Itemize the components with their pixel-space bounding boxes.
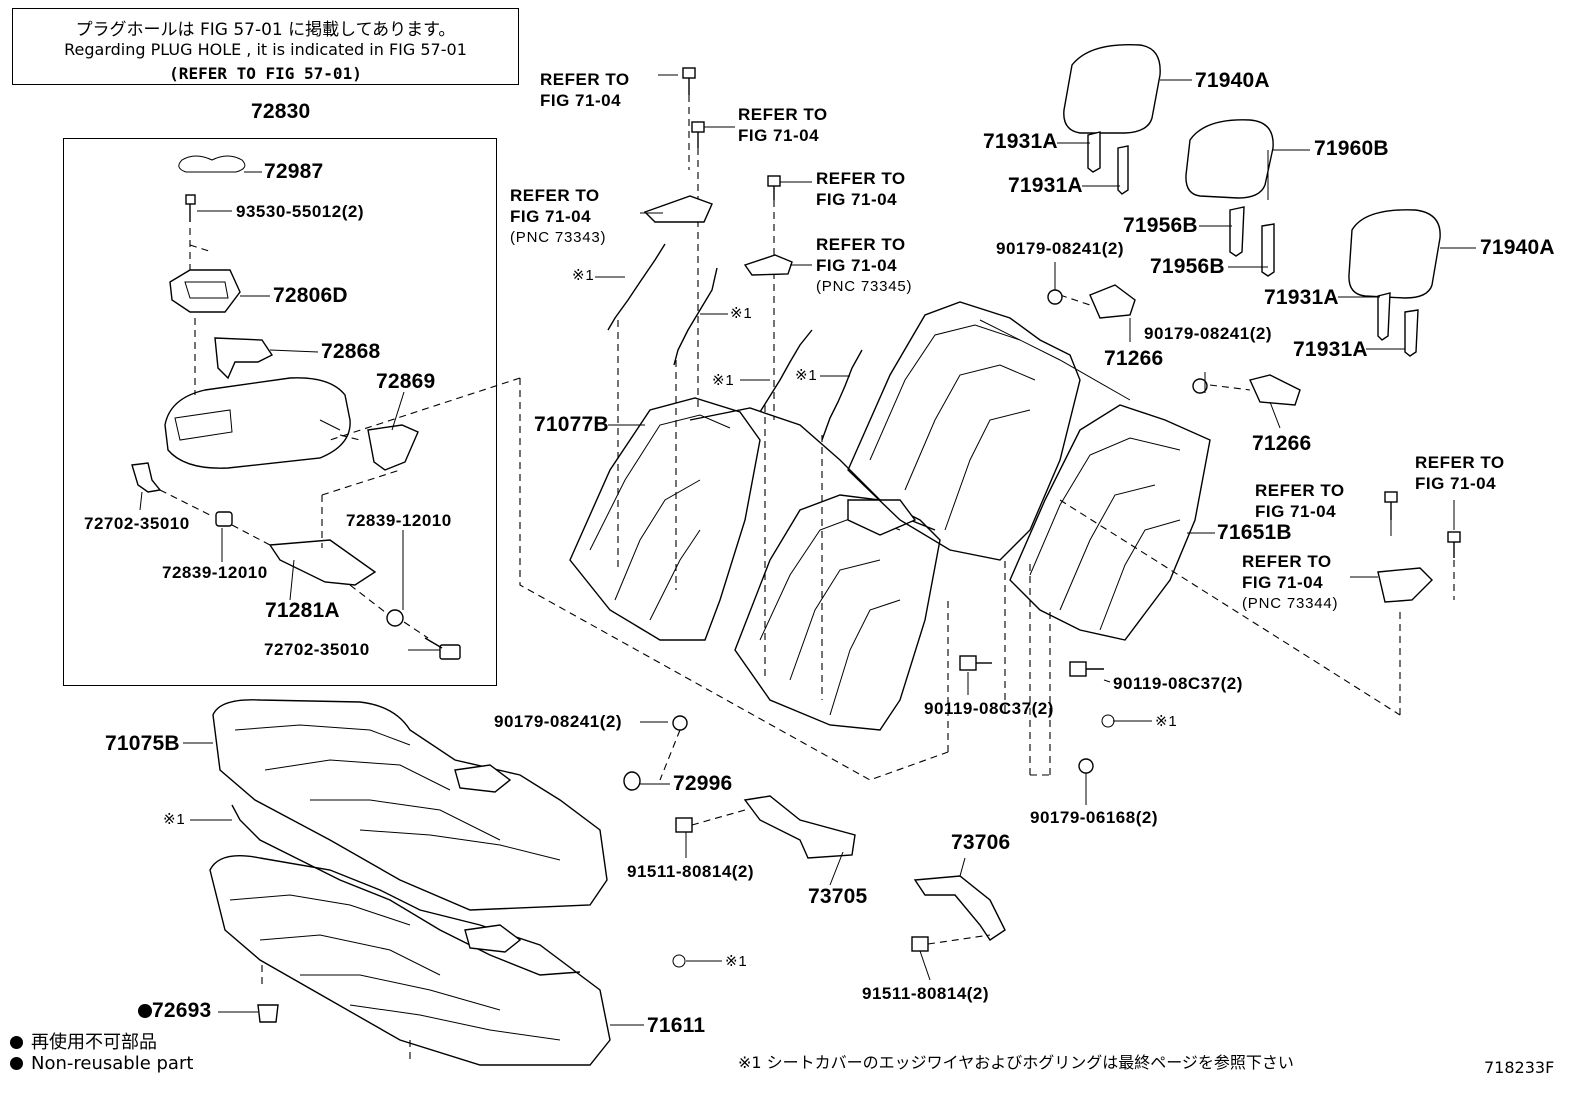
refer-label: REFER TO bbox=[1255, 481, 1345, 500]
refer-fig: FIG 71-04 bbox=[540, 91, 622, 110]
legend-jp-text: 再使用不可部品 bbox=[31, 1032, 157, 1053]
refer-fig-71-04-8[interactable]: REFER TO FIG 71-04 (PNC 73344) bbox=[1242, 551, 1338, 614]
refer-label: REFER TO bbox=[738, 105, 828, 124]
note-mark-6: ※1 bbox=[725, 953, 748, 970]
note-mark-3: ※1 bbox=[712, 372, 735, 389]
bolt-top-1 bbox=[682, 67, 696, 170]
part-71931A-2[interactable]: 71931A bbox=[1008, 174, 1083, 197]
part-71266-1[interactable]: 71266 bbox=[1104, 347, 1164, 370]
refer-label: REFER TO bbox=[816, 235, 906, 254]
refer-pnc: (PNC 73345) bbox=[816, 278, 913, 295]
part-72693-number: 72693 bbox=[152, 999, 212, 1022]
refer-label: REFER TO bbox=[510, 186, 600, 205]
part-72693[interactable]: 72693 bbox=[138, 1000, 211, 1021]
bolt-top-2 bbox=[691, 121, 705, 410]
refer-pnc: (PNC 73343) bbox=[510, 229, 607, 246]
part-71931A-4[interactable]: 71931A bbox=[1293, 338, 1368, 361]
part-71077B[interactable]: 71077B bbox=[534, 413, 609, 436]
figure-id: 718233F bbox=[1484, 1058, 1555, 1077]
refer-fig-71-04-6[interactable]: REFER TO FIG 71-04 bbox=[1415, 452, 1505, 494]
part-73706[interactable]: 73706 bbox=[951, 831, 1011, 854]
part-72702-35010-b[interactable]: 72702-35010 bbox=[264, 640, 370, 659]
note-mark-7: ※1 bbox=[163, 811, 186, 828]
part-71960B[interactable]: 71960B bbox=[1314, 137, 1389, 160]
part-72996[interactable]: 72996 bbox=[673, 772, 733, 795]
part-71611[interactable]: 71611 bbox=[647, 1014, 706, 1037]
refer-fig: FIG 71-04 bbox=[1255, 502, 1337, 521]
part-72702-35010-a[interactable]: 72702-35010 bbox=[84, 514, 190, 533]
plug-hole-note: プラグホールは FIG 57-01 に掲載してあります。 Regarding P… bbox=[12, 8, 519, 85]
note-line-jp: プラグホールは FIG 57-01 に掲載してあります。 bbox=[75, 20, 456, 40]
part-72806D[interactable]: 72806D bbox=[273, 284, 348, 307]
refer-label: REFER TO bbox=[1415, 453, 1505, 472]
bullet-dot-icon bbox=[10, 1036, 23, 1049]
part-90179-08241-a[interactable]: 90179-08241(2) bbox=[996, 239, 1124, 258]
refer-fig-71-04-5[interactable]: REFER TO FIG 71-04 (PNC 73345) bbox=[816, 234, 912, 297]
legend-non-reusable-jp: 再使用不可部品 bbox=[10, 1028, 157, 1054]
inset-72830-box bbox=[63, 138, 497, 686]
note-mark-2: ※1 bbox=[730, 305, 753, 322]
bullet-dot-icon bbox=[10, 1057, 23, 1070]
note-mark-4: ※1 bbox=[795, 367, 818, 384]
legend-non-reusable-en: Non-reusable part bbox=[10, 1053, 193, 1074]
refer-fig: FIG 71-04 bbox=[1242, 573, 1324, 592]
part-72839-12010-a[interactable]: 72839-12010 bbox=[346, 511, 452, 530]
part-72869[interactable]: 72869 bbox=[376, 370, 436, 393]
footnote-edge-wire: ※1 シートカバーのエッジワイヤおよびホグリングは最終ページを参照下さい bbox=[738, 1053, 1294, 1072]
refer-fig-71-04-7[interactable]: REFER TO FIG 71-04 bbox=[1255, 480, 1345, 522]
part-90179-06168[interactable]: 90179-06168(2) bbox=[1030, 808, 1158, 827]
part-71281A[interactable]: 71281A bbox=[265, 599, 340, 622]
part-73705[interactable]: 73705 bbox=[808, 885, 868, 908]
part-72868[interactable]: 72868 bbox=[321, 340, 381, 363]
part-90119-08C37-b[interactable]: 90119-08C37(2) bbox=[1113, 674, 1243, 693]
refer-fig: FIG 71-04 bbox=[816, 256, 898, 275]
refer-fig-71-04-1[interactable]: REFER TO FIG 71-04 bbox=[540, 69, 630, 111]
part-72987[interactable]: 72987 bbox=[264, 160, 324, 183]
refer-fig-71-04-2[interactable]: REFER TO FIG 71-04 bbox=[738, 104, 828, 146]
refer-pnc: (PNC 73344) bbox=[1242, 595, 1339, 612]
part-71931A-1[interactable]: 71931A bbox=[983, 130, 1058, 153]
part-91511-80814-b[interactable]: 91511-80814(2) bbox=[862, 984, 990, 1003]
refer-fig-71-04-3[interactable]: REFER TO FIG 71-04 (PNC 73343) bbox=[510, 185, 606, 248]
part-93530-55012[interactable]: 93530-55012(2) bbox=[236, 202, 364, 221]
refer-fig-71-04-4[interactable]: REFER TO FIG 71-04 bbox=[816, 168, 906, 210]
part-91511-80814-a[interactable]: 91511-80814(2) bbox=[627, 862, 755, 881]
refer-label: REFER TO bbox=[816, 169, 906, 188]
part-72839-12010-b[interactable]: 72839-12010 bbox=[162, 563, 268, 582]
legend-en-text: Non-reusable part bbox=[31, 1053, 194, 1074]
bolt-top-3 bbox=[767, 175, 781, 420]
note-mark-5: ※1 bbox=[1155, 713, 1178, 730]
refer-fig: FIG 71-04 bbox=[738, 126, 820, 145]
part-90119-08C37-a[interactable]: 90119-08C37(2) bbox=[924, 699, 1054, 718]
part-90179-08241-c[interactable]: 90179-08241(2) bbox=[494, 712, 622, 731]
inset-title-72830: 72830 bbox=[251, 100, 311, 123]
part-71651B[interactable]: 71651B bbox=[1217, 521, 1292, 544]
part-71940A-1[interactable]: 71940A bbox=[1195, 69, 1270, 92]
part-71266-2[interactable]: 71266 bbox=[1252, 432, 1312, 455]
part-71931A-3[interactable]: 71931A bbox=[1264, 286, 1339, 309]
refer-label: REFER TO bbox=[1242, 552, 1332, 571]
part-71956B-1[interactable]: 71956B bbox=[1123, 214, 1198, 237]
refer-fig: FIG 71-04 bbox=[510, 207, 592, 226]
note-mark-1: ※1 bbox=[572, 267, 595, 284]
part-71956B-2[interactable]: 71956B bbox=[1150, 255, 1225, 278]
note-line-en: Regarding PLUG HOLE , it is indicated in… bbox=[64, 40, 467, 59]
refer-label: REFER TO bbox=[540, 70, 630, 89]
refer-fig: FIG 71-04 bbox=[816, 190, 898, 209]
part-90179-08241-b[interactable]: 90179-08241(2) bbox=[1144, 324, 1272, 343]
refer-fig: FIG 71-04 bbox=[1415, 474, 1497, 493]
note-line-refer: (REFER TO FIG 57-01) bbox=[169, 64, 362, 83]
non-reusable-dot-icon bbox=[138, 1004, 152, 1018]
part-71075B[interactable]: 71075B bbox=[105, 732, 180, 755]
part-71940A-2[interactable]: 71940A bbox=[1480, 236, 1555, 259]
